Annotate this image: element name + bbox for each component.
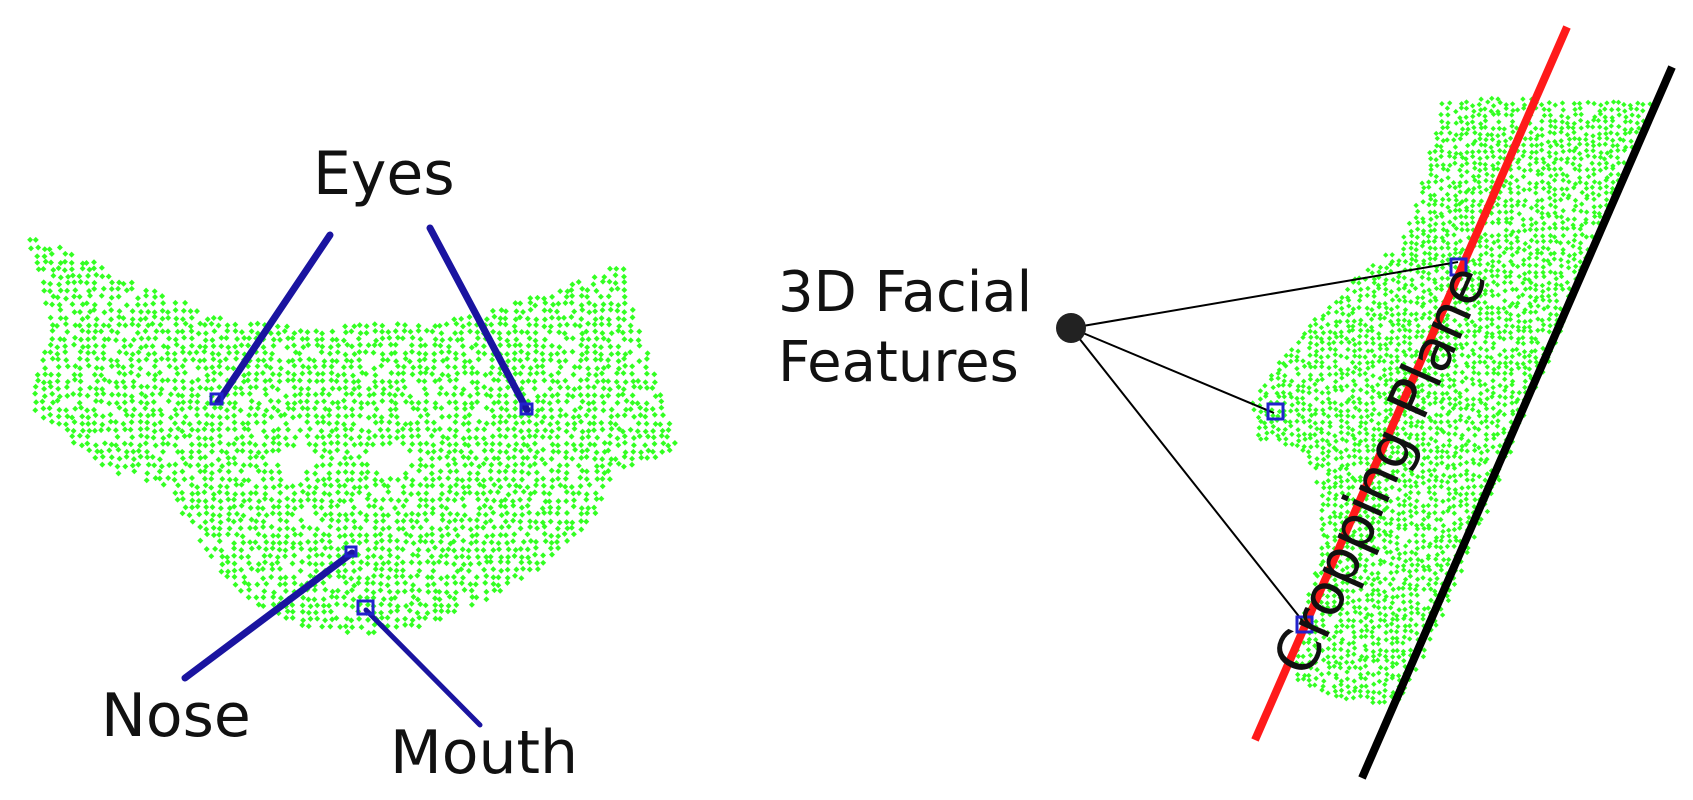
nose-label: Nose	[101, 681, 251, 751]
facial-features-label-line1: 3D Facial	[778, 260, 1033, 325]
facial-features-label-line2: Features	[778, 330, 1019, 395]
left-eye-leader	[214, 231, 334, 406]
profile-nose-marker	[1266, 402, 1285, 421]
nose-leader	[181, 549, 356, 682]
connector-to-mouth	[1070, 327, 1306, 625]
feature-connector-lines	[1070, 261, 1459, 625]
features-hub-dot	[1056, 313, 1086, 343]
right-eye-marker	[519, 402, 534, 416]
cropping-plane-line-front	[1251, 25, 1571, 742]
connector-to-nose	[1070, 327, 1275, 414]
right-eye-leader	[426, 224, 531, 414]
nose-marker	[344, 545, 358, 558]
profile-mouth-marker	[1295, 615, 1314, 634]
frontal-leader-lines	[181, 224, 531, 728]
mouth-marker	[356, 599, 375, 616]
frontal-landmark-markers	[209, 392, 534, 616]
left-eye-marker	[209, 392, 224, 406]
profile-eye-marker	[1449, 257, 1468, 277]
connector-to-eye	[1070, 261, 1459, 329]
facial-features-label: 3D Facial Features	[778, 258, 1032, 398]
cropping-plane-line-back	[1358, 65, 1676, 780]
frontal-face-point-cloud	[27, 236, 678, 636]
mouth-leader	[363, 607, 483, 728]
profile-landmark-markers	[1266, 257, 1468, 634]
eyes-label: Eyes	[313, 139, 455, 209]
mouth-label: Mouth	[390, 718, 579, 788]
